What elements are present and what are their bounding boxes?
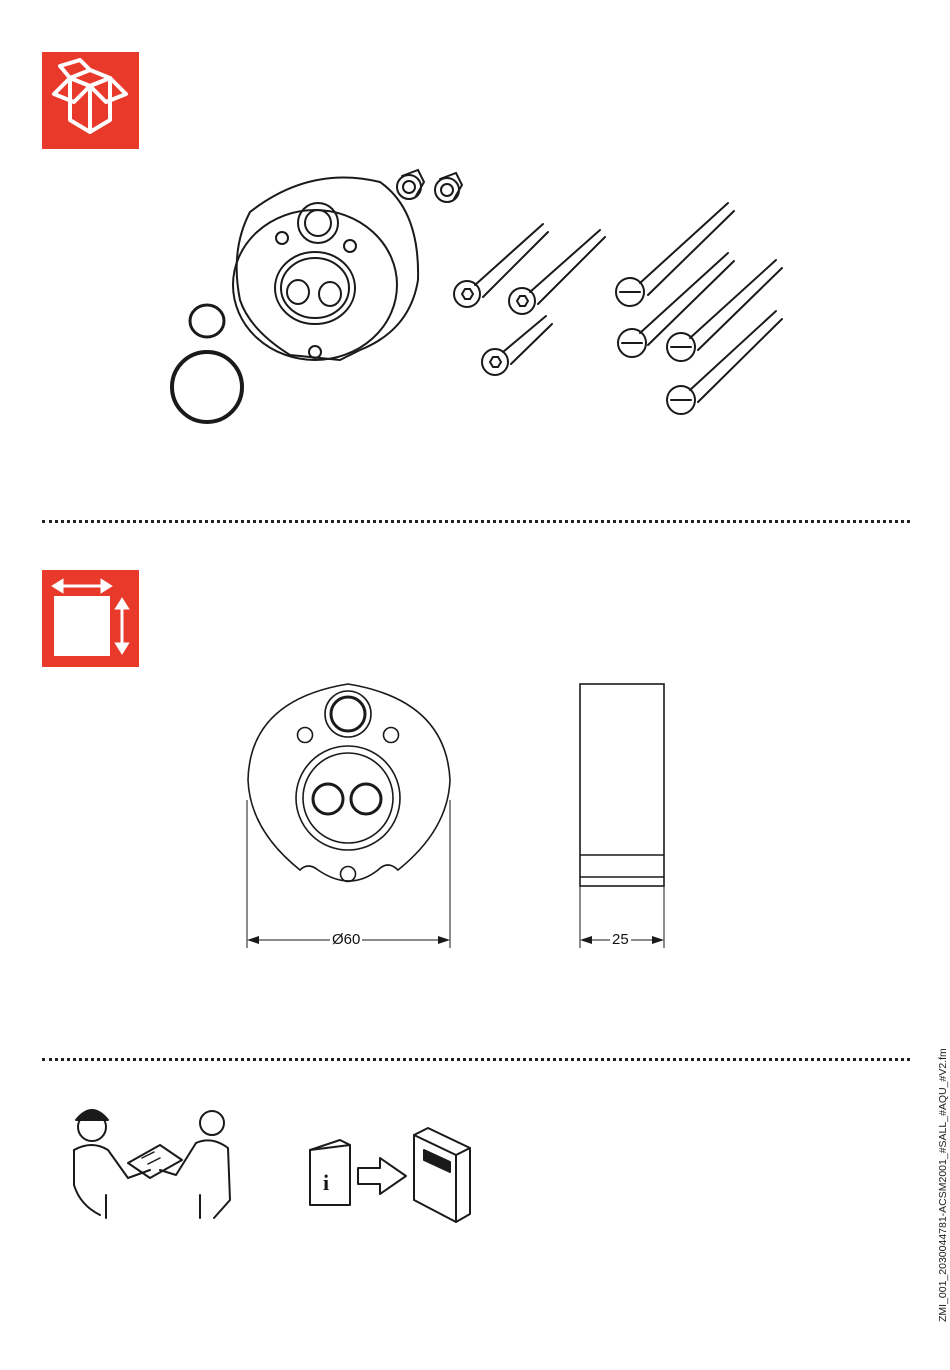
file-code: ZMI_001_2030044781-ACSM2001_#SALL_#AQU_#… xyxy=(937,1048,949,1322)
slotted-screws xyxy=(616,203,782,414)
svg-text:i: i xyxy=(323,1170,329,1195)
installer-handover-icon xyxy=(74,1110,230,1218)
dimensions-icon xyxy=(42,570,139,667)
parts-illustration xyxy=(0,0,950,460)
side-view xyxy=(580,684,664,886)
small-o-ring xyxy=(190,305,224,337)
diameter-label: Ø60 xyxy=(330,932,362,948)
instruction-icons: i xyxy=(0,1090,500,1230)
section-divider xyxy=(42,520,910,523)
front-view xyxy=(248,684,450,882)
depth-label: 25 xyxy=(610,932,631,948)
manual-transfer-icon: i xyxy=(310,1128,470,1222)
large-o-ring xyxy=(172,352,242,422)
section-divider xyxy=(42,1058,910,1061)
cartridge-body xyxy=(233,177,418,360)
dimension-drawing xyxy=(0,670,950,970)
hex-screws xyxy=(454,224,605,375)
nipple-fittings xyxy=(397,170,462,202)
